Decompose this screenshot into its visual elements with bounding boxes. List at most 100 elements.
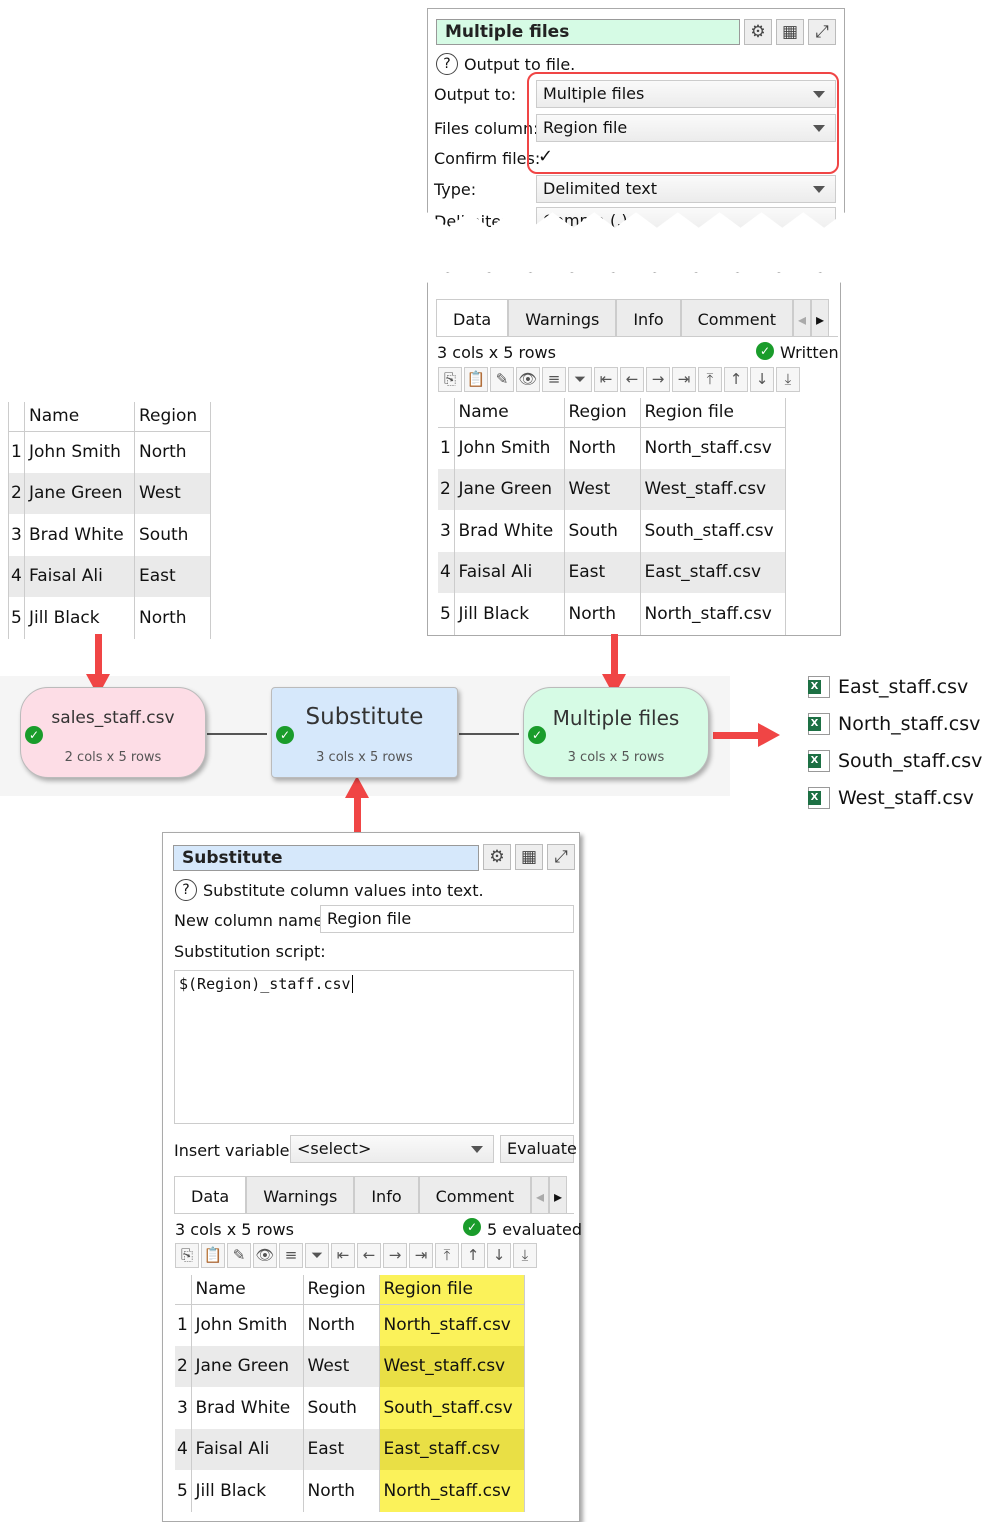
table-cell[interactable]: East_staff.csv: [640, 551, 786, 593]
confirm-files-checkbox[interactable]: ✓: [538, 146, 554, 167]
output-file[interactable]: North_staff.csv: [838, 713, 981, 735]
gear-icon[interactable]: ⚙: [744, 19, 772, 45]
files-column-select[interactable]: Region file: [536, 114, 836, 142]
column-header[interactable]: Region: [134, 402, 211, 432]
table-cell[interactable]: East: [564, 551, 641, 593]
new-column-input[interactable]: Region file: [320, 905, 574, 933]
table-cell[interactable]: John Smith: [454, 427, 565, 469]
table-cell[interactable]: Jane Green: [191, 1345, 304, 1387]
table-icon[interactable]: ▦: [515, 844, 543, 870]
export-icon[interactable]: ⎘: [438, 367, 462, 392]
node-multiple-files[interactable]: Multiple files 3 cols x 5 rows ✓: [523, 687, 709, 778]
table-cell[interactable]: North_staff.csv: [379, 1470, 525, 1512]
table-cell[interactable]: East: [134, 555, 211, 597]
last-column-icon[interactable]: ⇥: [672, 367, 696, 392]
script-editor[interactable]: $(Region)_staff.csv: [174, 970, 574, 1124]
column-header[interactable]: Name: [191, 1275, 304, 1305]
paste-icon[interactable]: 📋: [464, 367, 488, 392]
type-select[interactable]: Delimited text: [536, 175, 836, 203]
tab-comment[interactable]: Comment: [418, 1176, 531, 1213]
table-cell[interactable]: West: [134, 472, 211, 514]
maximize-icon[interactable]: ⤢: [808, 19, 836, 45]
tab-comment[interactable]: Comment: [680, 299, 793, 336]
table-cell[interactable]: Jane Green: [24, 472, 135, 514]
tab-scroll-right[interactable]: ▸: [811, 299, 830, 336]
bottom-icon[interactable]: ⤓: [513, 1243, 537, 1268]
table-cell[interactable]: North_staff.csv: [640, 593, 786, 635]
table-cell[interactable]: Jill Black: [191, 1470, 304, 1512]
table-cell[interactable]: John Smith: [24, 431, 135, 473]
column-header[interactable]: Region: [303, 1275, 380, 1305]
last-column-icon[interactable]: ⇥: [409, 1243, 433, 1268]
down-icon[interactable]: ↓: [487, 1243, 511, 1268]
edit-icon[interactable]: ✎: [227, 1243, 251, 1268]
table-cell[interactable]: Jane Green: [454, 468, 565, 510]
up-icon[interactable]: ↑: [461, 1243, 485, 1268]
filter-icon[interactable]: ⏷: [568, 367, 592, 392]
node-sales-staff[interactable]: sales_staff.csv 2 cols x 5 rows ✓: [20, 687, 206, 778]
delimiter-select[interactable]: Comma (,): [536, 207, 836, 228]
table-cell[interactable]: Faisal Ali: [191, 1428, 304, 1470]
tab-info[interactable]: Info: [616, 299, 681, 336]
table-cell[interactable]: North: [564, 593, 641, 635]
right-icon[interactable]: →: [383, 1243, 407, 1268]
tab-warnings[interactable]: Warnings: [508, 299, 617, 336]
sort-icon[interactable]: ≡: [542, 367, 566, 392]
first-column-icon[interactable]: ⇤: [594, 367, 618, 392]
table-cell[interactable]: Brad White: [24, 514, 135, 556]
table-cell[interactable]: North_staff.csv: [379, 1304, 525, 1346]
table-cell[interactable]: South_staff.csv: [379, 1387, 525, 1429]
tab-data[interactable]: Data: [174, 1176, 247, 1213]
output-file[interactable]: South_staff.csv: [838, 750, 983, 772]
output-to-select[interactable]: Multiple files: [536, 80, 836, 108]
column-header[interactable]: Name: [24, 402, 135, 432]
paste-icon[interactable]: 📋: [201, 1243, 225, 1268]
table-cell[interactable]: John Smith: [191, 1304, 304, 1346]
help-icon[interactable]: ?: [436, 53, 458, 75]
top-icon[interactable]: ⤒: [698, 367, 722, 392]
bottom-icon[interactable]: ⤓: [776, 367, 800, 392]
table-icon[interactable]: ▦: [776, 19, 804, 45]
output-file[interactable]: East_staff.csv: [838, 676, 969, 698]
output-file[interactable]: West_staff.csv: [838, 787, 974, 809]
export-icon[interactable]: ⎘: [175, 1243, 199, 1268]
tab-info[interactable]: Info: [354, 1176, 419, 1213]
table-cell[interactable]: Faisal Ali: [24, 555, 135, 597]
node-substitute[interactable]: Substitute 3 cols x 5 rows ✓: [271, 687, 458, 778]
help-icon[interactable]: ?: [175, 879, 197, 901]
table-cell[interactable]: West_staff.csv: [640, 468, 786, 510]
insert-variable-select[interactable]: <select>: [290, 1135, 494, 1163]
table-cell[interactable]: Brad White: [191, 1387, 304, 1429]
table-cell[interactable]: South_staff.csv: [640, 510, 786, 552]
tab-scroll-left[interactable]: ◂: [793, 299, 812, 336]
tab-warnings[interactable]: Warnings: [246, 1176, 355, 1213]
eye-icon[interactable]: 👁: [253, 1243, 277, 1268]
table-cell[interactable]: North_staff.csv: [640, 427, 786, 469]
up-icon[interactable]: ↑: [724, 367, 748, 392]
table-cell[interactable]: West: [564, 468, 641, 510]
table-cell[interactable]: East: [303, 1428, 380, 1470]
eye-icon[interactable]: 👁: [516, 367, 540, 392]
column-header[interactable]: Name: [454, 398, 565, 428]
table-cell[interactable]: Faisal Ali: [454, 551, 565, 593]
right-icon[interactable]: →: [646, 367, 670, 392]
table-cell[interactable]: North: [134, 597, 211, 639]
table-cell[interactable]: North: [134, 431, 211, 473]
column-header[interactable]: Region: [564, 398, 641, 428]
table-cell[interactable]: Jill Black: [24, 597, 135, 639]
first-column-icon[interactable]: ⇤: [331, 1243, 355, 1268]
table-cell[interactable]: Jill Black: [454, 593, 565, 635]
column-header[interactable]: Region file: [379, 1275, 525, 1305]
evaluate-button[interactable]: Evaluate: [500, 1135, 577, 1163]
table-cell[interactable]: East_staff.csv: [379, 1428, 525, 1470]
table-cell[interactable]: North: [564, 427, 641, 469]
column-header[interactable]: Region file: [640, 398, 786, 428]
sort-icon[interactable]: ≡: [279, 1243, 303, 1268]
tab-scroll-left[interactable]: ◂: [531, 1176, 550, 1213]
table-cell[interactable]: Brad White: [454, 510, 565, 552]
left-icon[interactable]: ←: [357, 1243, 381, 1268]
table-cell[interactable]: North: [303, 1470, 380, 1512]
tab-scroll-right[interactable]: ▸: [549, 1176, 568, 1213]
down-icon[interactable]: ↓: [750, 367, 774, 392]
maximize-icon[interactable]: ⤢: [547, 844, 575, 870]
